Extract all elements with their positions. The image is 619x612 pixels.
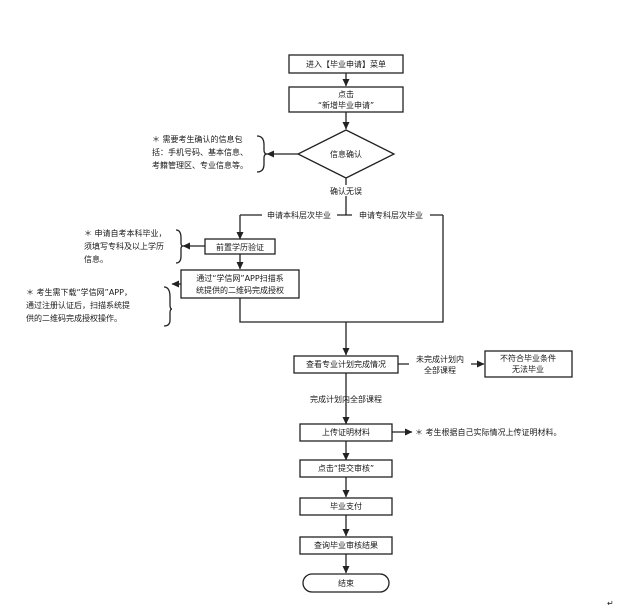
- node-xuexin-auth-label-1: 通过“学信网”APP扫描系: [196, 273, 283, 283]
- node-info-confirm-label: 信息确认: [330, 149, 362, 159]
- edge-label-confirm-ok: 确认无误: [330, 186, 362, 196]
- note-undergrad: ＊ 申请自考本科毕业， 须填写专科及以上学历 信息。: [84, 228, 167, 264]
- node-xuexin-auth-label-2: 统提供的二维码完成授权: [196, 285, 284, 295]
- note-info-line-2: 括：手机号码、基本信息、: [152, 147, 248, 157]
- node-upload-label: 上传证明材料: [322, 427, 370, 437]
- edge-label-undergrad: 申请本科层次毕业: [267, 210, 331, 220]
- node-enter-menu-label: 进入【毕业申请】菜单: [306, 59, 386, 69]
- node-xuexin-auth: 通过“学信网”APP扫描系 统提供的二维码完成授权: [180, 269, 300, 299]
- note-bracket-xuexin: [163, 286, 173, 327]
- edge-label-complete: 完成计划内全部课程: [310, 394, 382, 404]
- edge-label-incomplete-1: 未完成计划内: [416, 354, 464, 364]
- node-upload: 上传证明材料: [299, 423, 393, 442]
- node-enter-menu: 进入【毕业申请】菜单: [288, 54, 404, 74]
- note-info-line-1: ＊ 需要考生确认的信息包: [152, 134, 243, 144]
- node-view-plan: 查看专业计划完成情况: [293, 355, 399, 374]
- node-end-label: 结束: [338, 578, 354, 588]
- note-upload: ＊ 考生根据自己实际情况上传证明材料。: [415, 427, 562, 437]
- node-click-new-label-1: 点击: [338, 89, 354, 99]
- node-pay-label: 毕业支付: [330, 501, 362, 511]
- node-query: 查询毕业审核结果: [299, 536, 393, 555]
- note-bracket-undergrad: [175, 229, 184, 264]
- node-prereq-check: 前置学历验证: [204, 238, 276, 255]
- line-junior-to-merge: [346, 215, 444, 323]
- trailing-paragraph-mark: ↵: [607, 599, 614, 608]
- node-end: 结束: [302, 573, 390, 593]
- node-submit-label: 点击“提交审核”: [318, 463, 374, 473]
- note-xuexin-line-3: 供的二维码完成授权操作。: [26, 313, 122, 323]
- node-not-eligible: 不符合毕业条件 无法毕业: [484, 350, 573, 378]
- node-click-new: 点击 “新增毕业申请”: [288, 86, 404, 113]
- node-query-label: 查询毕业审核结果: [314, 540, 378, 550]
- node-not-eligible-label-2: 无法毕业: [512, 364, 544, 374]
- node-click-new-label-2: “新增毕业申请”: [318, 100, 374, 110]
- note-undergrad-line-1: ＊ 申请自考本科毕业，: [84, 228, 167, 238]
- note-xuexin-line-2: 通过注册认证后，扫描系统提: [26, 300, 130, 310]
- note-brackets: [163, 135, 268, 327]
- note-upload-line: ＊ 考生根据自己实际情况上传证明材料。: [415, 427, 562, 437]
- node-not-eligible-label-1: 不符合毕业条件: [500, 353, 556, 363]
- note-xuexin: ＊ 考生需下载“学信网”APP， 通过注册认证后，扫描系统提 供的二维码完成授权…: [26, 287, 132, 323]
- note-bracket-info: [256, 135, 268, 173]
- line-xuexin-to-merge: [239, 298, 346, 323]
- node-view-plan-label: 查看专业计划完成情况: [306, 359, 386, 369]
- node-submit: 点击“提交审核”: [299, 459, 393, 478]
- note-undergrad-line-3: 信息。: [84, 254, 108, 264]
- edge-label-incomplete-2: 全部课程: [424, 365, 456, 375]
- node-prereq-check-label: 前置学历验证: [216, 242, 264, 252]
- note-undergrad-line-2: 须填写专科及以上学历: [84, 241, 164, 251]
- note-info: ＊ 需要考生确认的信息包 括：手机号码、基本信息、 考籍管理区、专业信息等。: [152, 134, 248, 170]
- edge-labels: 确认无误 申请本科层次毕业 申请专科层次毕业 未完成计划内 全部课程 完成计划内…: [262, 185, 471, 404]
- note-info-line-3: 考籍管理区、专业信息等。: [152, 160, 248, 170]
- node-info-confirm: 信息确认: [296, 129, 396, 179]
- note-xuexin-line-1: ＊ 考生需下载“学信网”APP，: [26, 287, 132, 297]
- node-pay: 毕业支付: [299, 497, 393, 516]
- edge-label-junior: 申请专科层次毕业: [359, 210, 423, 220]
